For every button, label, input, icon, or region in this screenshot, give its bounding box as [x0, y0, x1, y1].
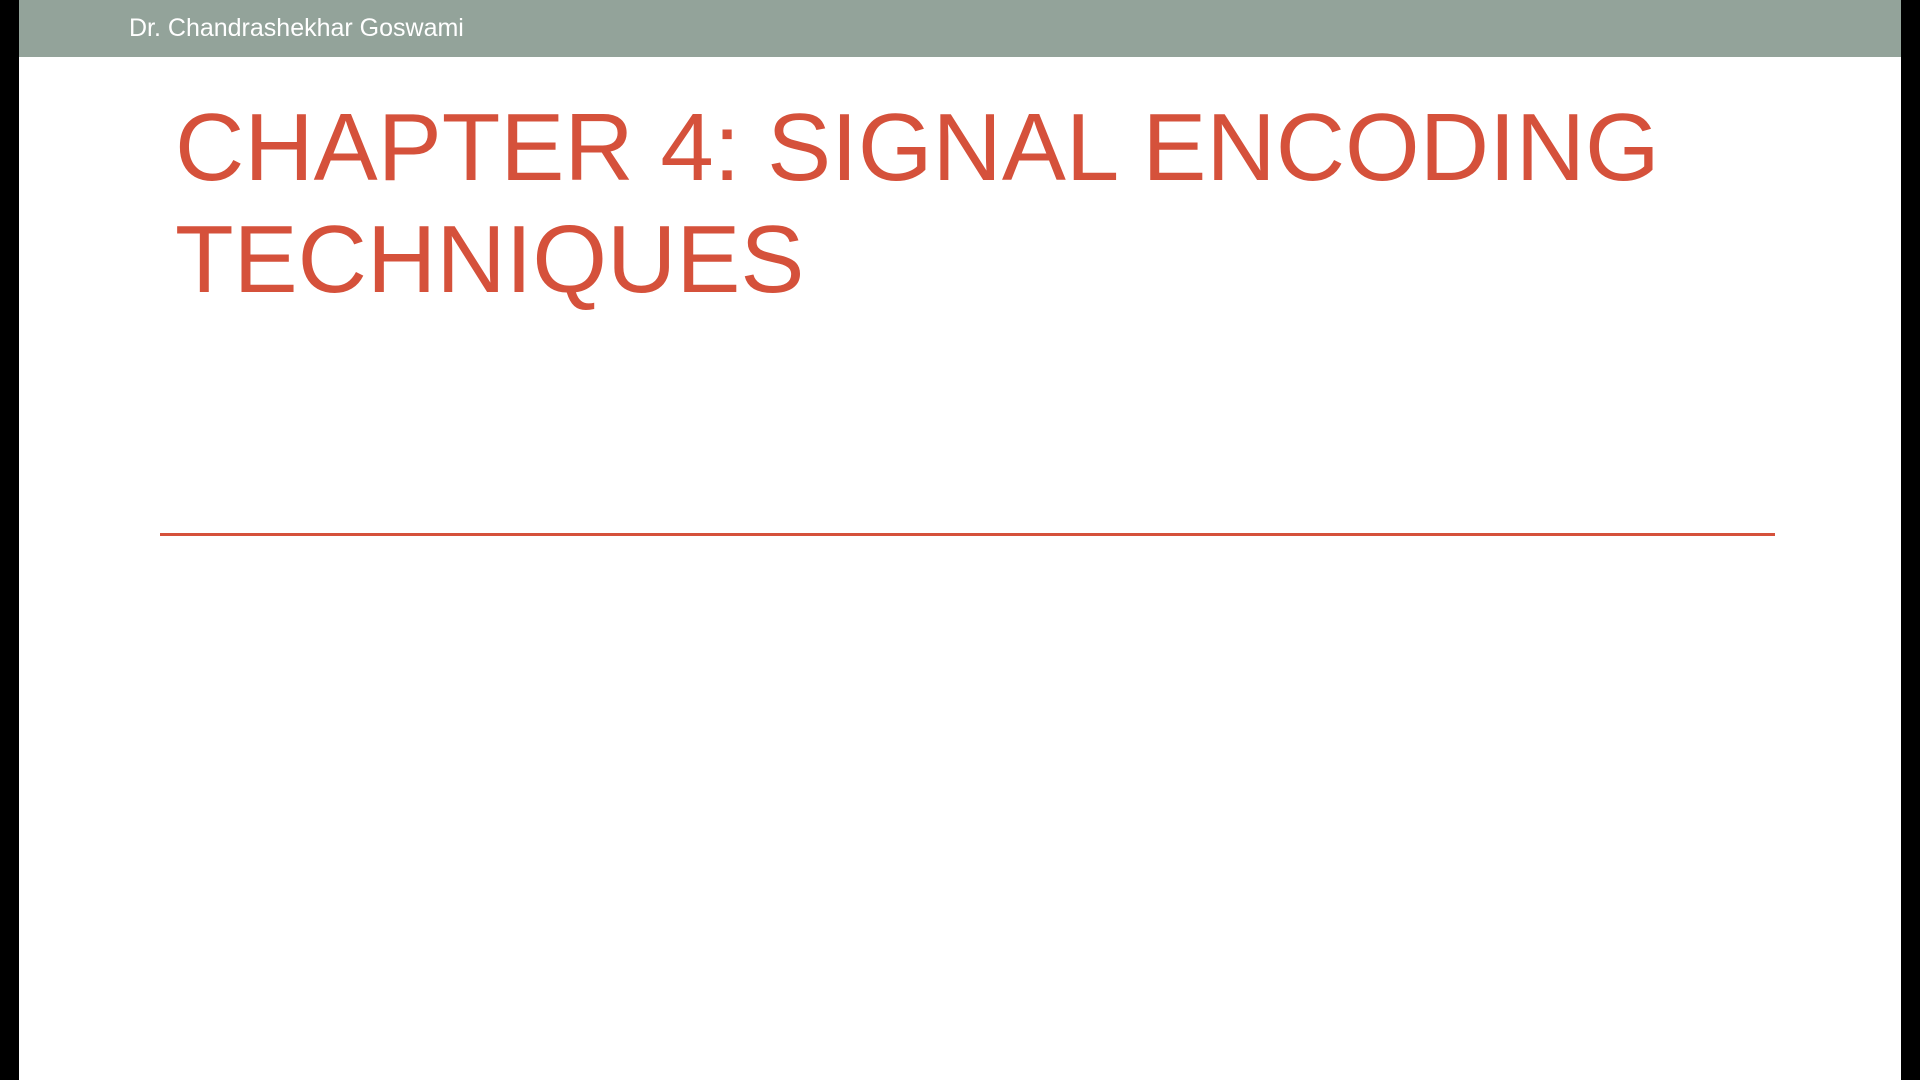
slide-title-line-2: TECHNIQUES: [175, 206, 805, 313]
slide-title-line-1: CHAPTER 4: SIGNAL ENCODING: [175, 94, 1660, 201]
slide: Dr. Chandrashekhar Goswami CHAPTER 4: SI…: [19, 0, 1901, 1080]
author-name: Dr. Chandrashekhar Goswami: [129, 14, 464, 42]
title-divider-line: [160, 533, 1775, 536]
header-bar: Dr. Chandrashekhar Goswami: [19, 0, 1901, 57]
slide-title: CHAPTER 4: SIGNAL ENCODING TECHNIQUES: [175, 92, 1795, 316]
